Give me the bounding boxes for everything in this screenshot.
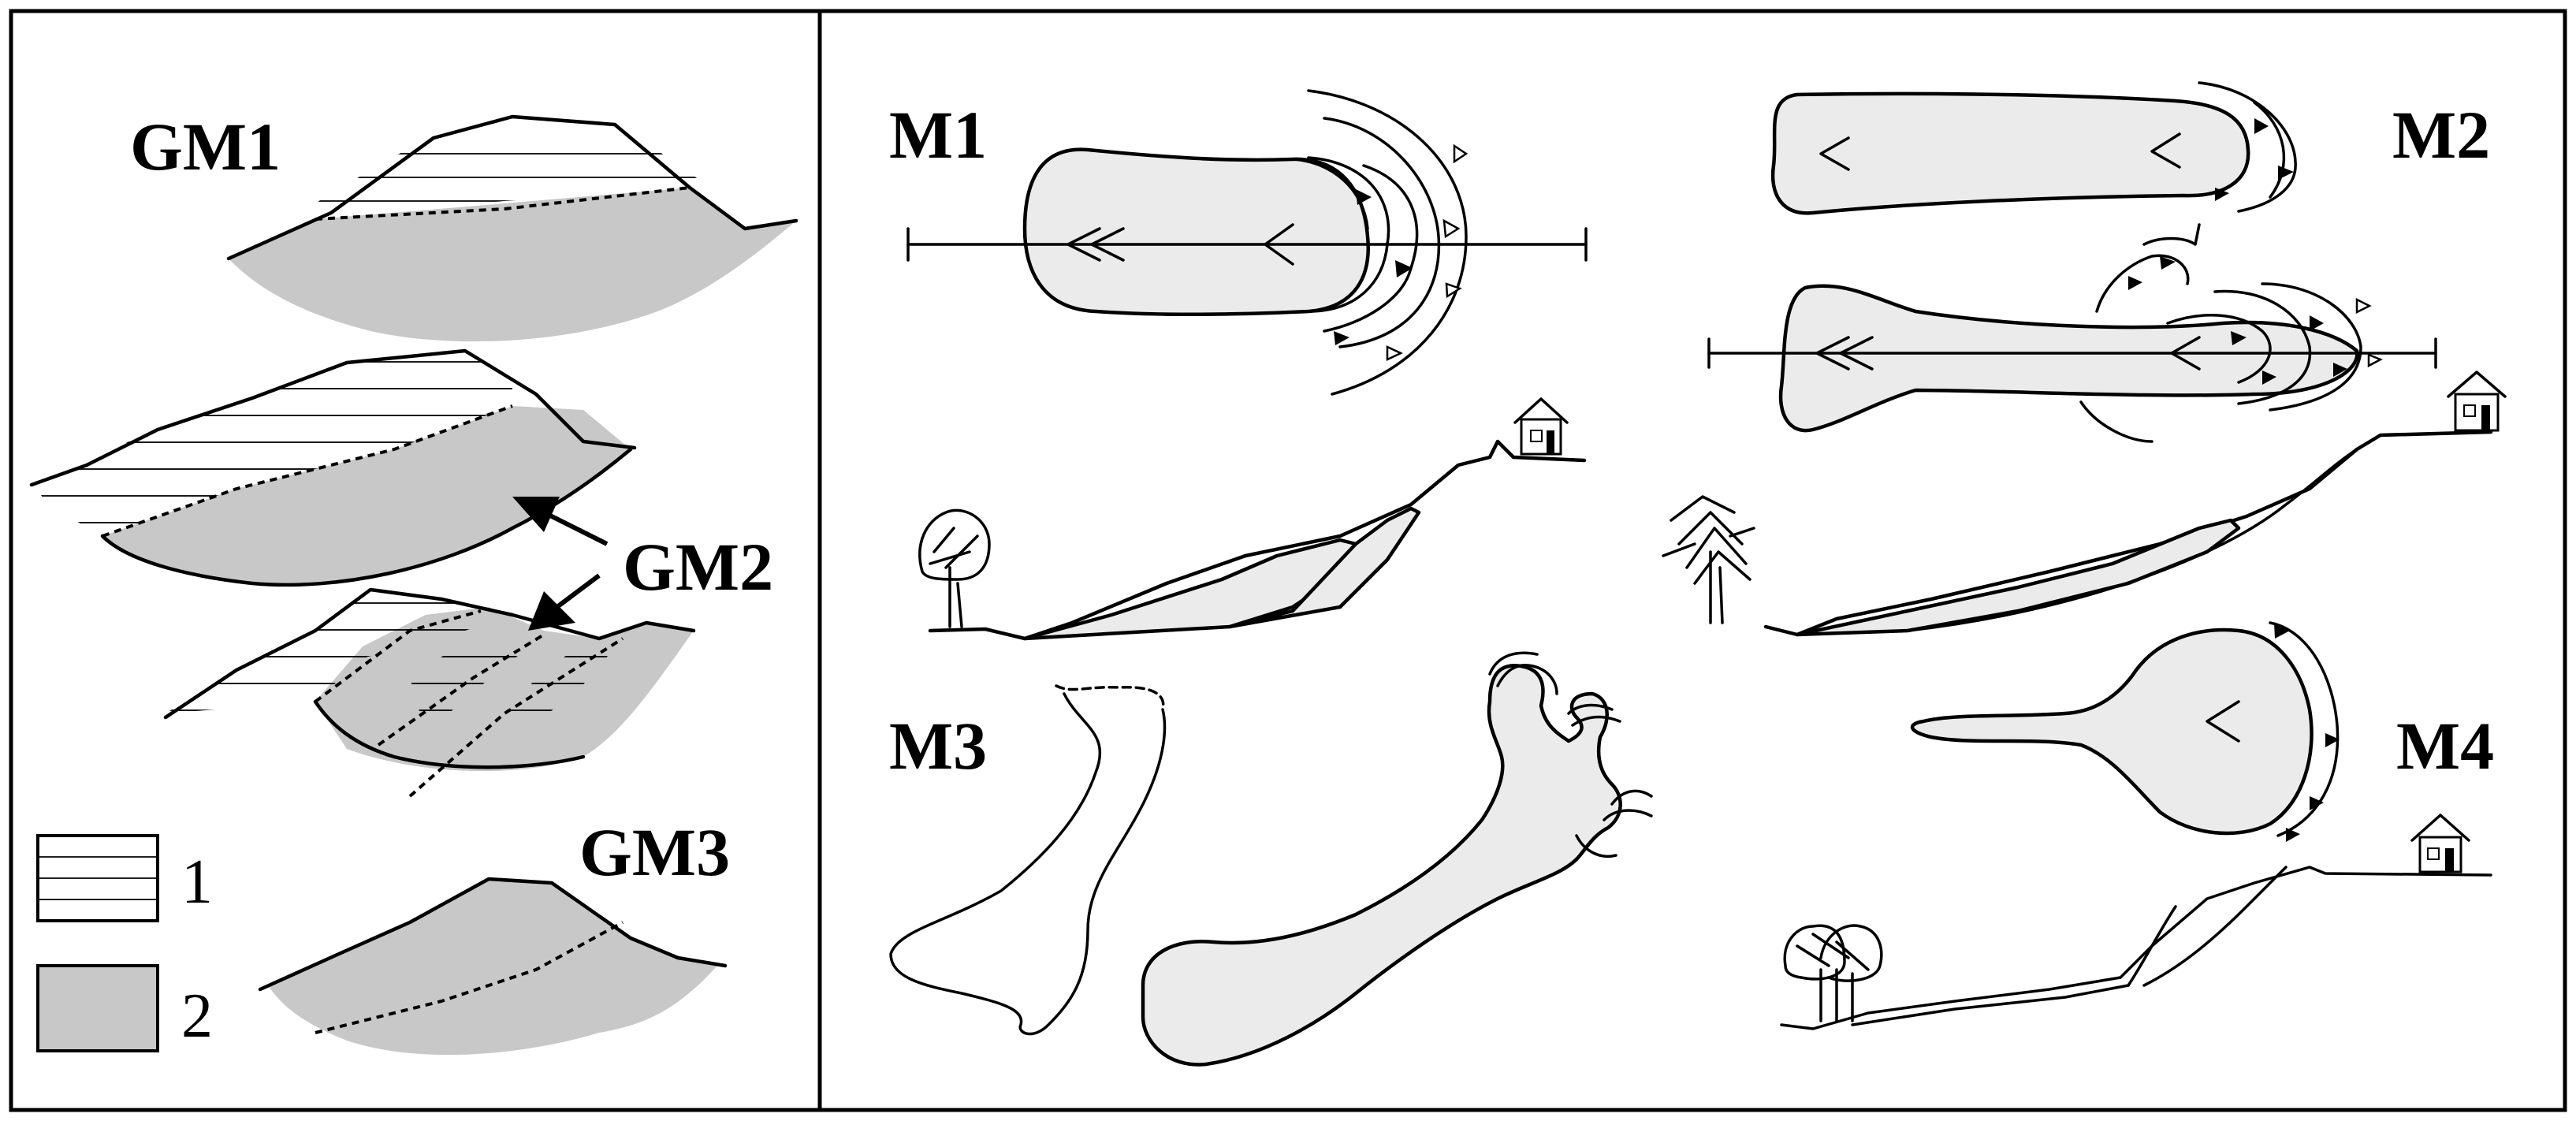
m3-flow-channel [1141, 651, 1653, 1067]
legend: 1 2 [36, 834, 213, 1052]
label-m4: M4 [2396, 708, 2494, 784]
house-icon [2447, 371, 2507, 432]
legend-label-2: 2 [181, 981, 213, 1051]
m4-plan-view [1911, 621, 2340, 842]
label-gm1: GM1 [130, 109, 281, 184]
label-m3: M3 [889, 708, 987, 784]
house-icon [2410, 814, 2470, 873]
legend-swatch-gray [36, 964, 159, 1052]
label-m2: M2 [2392, 97, 2490, 173]
tree-icon [918, 508, 991, 628]
gm1-slope-diagram [226, 114, 798, 342]
house-icon [1513, 397, 1569, 456]
label-gm2: GM2 [623, 529, 773, 605]
m2-plan-view-upper [1770, 81, 2297, 215]
m2-plan-view-lower [1707, 223, 2437, 443]
gm2-arrows [512, 497, 609, 631]
outer-frame [9, 9, 2567, 1112]
legend-label-1: 1 [181, 847, 213, 917]
label-m1: M1 [889, 97, 987, 173]
gm2-upper-slope-diagram [29, 348, 637, 587]
left-panel: 1 2 GM1 GM2 GM3 [29, 109, 798, 1056]
m4-profile [1780, 814, 2492, 1030]
m1-plan-view [906, 89, 1588, 396]
m3-plan-view [889, 684, 1167, 1036]
right-panel: M1 M2 M3 M4 [889, 81, 2507, 1067]
tree-icon [1662, 495, 1755, 624]
tree-icon [1783, 924, 1883, 1022]
gm3-slope-diagram [258, 877, 728, 1056]
m1-profile [918, 397, 1587, 641]
label-gm3: GM3 [579, 814, 730, 890]
m2-profile [1662, 371, 2507, 637]
gm2-lower-slope-diagram [163, 587, 696, 798]
